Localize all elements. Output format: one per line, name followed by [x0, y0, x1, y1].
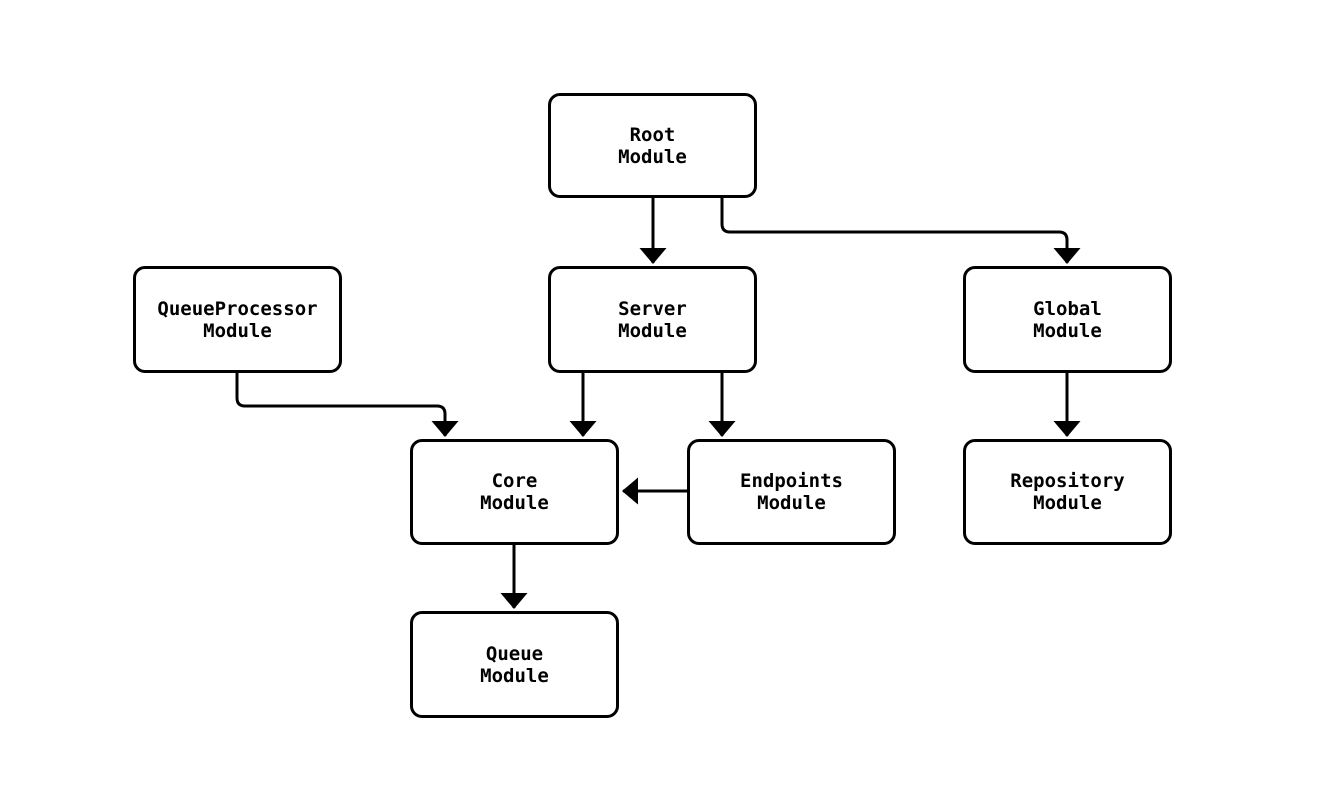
- node-server-module: Server Module: [548, 266, 757, 373]
- node-global-module: Global Module: [963, 266, 1172, 373]
- edge-queueprocessor-to-core: [235, 373, 459, 437]
- node-core-module: Core Module: [410, 439, 619, 545]
- node-label-server-module: Server Module: [618, 297, 687, 342]
- node-queue-module: Queue Module: [410, 611, 619, 718]
- node-label-global-module: Global Module: [1033, 297, 1102, 342]
- node-label-endpoints-module: Endpoints Module: [740, 470, 843, 514]
- node-root-module: Root Module: [548, 93, 757, 198]
- node-endpoints-module: Endpoints Module: [687, 439, 896, 545]
- edge-root-to-global: [720, 198, 1081, 264]
- node-label-queue-module: Queue Module: [480, 642, 549, 687]
- node-label-queueprocessor-module: QueueProcessor Module: [157, 297, 318, 342]
- node-repository-module: Repository Module: [963, 439, 1172, 545]
- node-queueprocessor-module: QueueProcessor Module: [133, 266, 342, 373]
- node-label-root-module: Root Module: [618, 123, 687, 168]
- node-label-repository-module: Repository Module: [1010, 470, 1125, 514]
- node-label-core-module: Core Module: [480, 470, 549, 514]
